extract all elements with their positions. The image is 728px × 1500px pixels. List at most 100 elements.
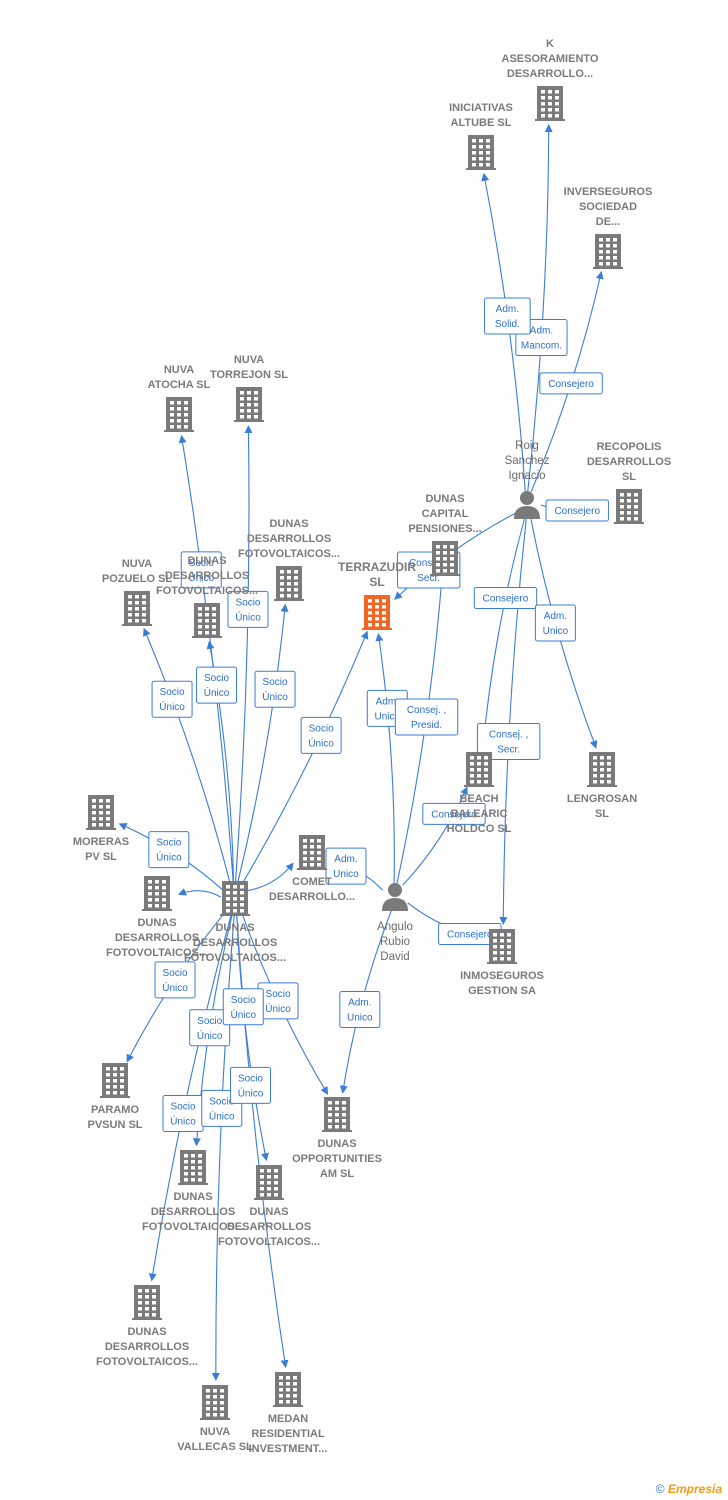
node-inverseguros[interactable]: INVERSEGUROSSOCIEDADDE...	[564, 186, 653, 269]
node-label: FOTOVOLTAICOS...	[96, 1356, 198, 1368]
node-label: MEDAN	[268, 1413, 308, 1425]
node-label: ATOCHA SL	[148, 379, 211, 391]
node-label: FOTOVOLTAICOS...	[106, 947, 208, 959]
edge-dunas_hub-to-nuva_vallecas	[211, 911, 235, 1382]
building-icon	[200, 1385, 230, 1420]
building-icon	[192, 603, 222, 638]
node-dunas_hub[interactable]: DUNASDESARROLLOSFOTOVOLTAICOS...	[184, 881, 286, 964]
node-label: ASESORAMIENTO	[502, 53, 599, 65]
edge-dunas_hub-to-comet	[246, 862, 294, 892]
edge-label-text: Socio	[170, 1101, 195, 1112]
node-label: GESTION SA	[468, 985, 536, 997]
node-label: Angulo	[377, 921, 413, 933]
edge-dunas_hub-to-nuva_torrejon	[234, 424, 253, 885]
node-label: LENGROSAN	[567, 793, 637, 805]
building-icon	[535, 86, 565, 121]
node-medan[interactable]: MEDANRESIDENTIALINVESTMENT...	[249, 1372, 328, 1455]
edge-label-text: Único	[170, 1114, 196, 1127]
node-label: SL	[622, 471, 636, 483]
edge-label-text: Unico	[333, 869, 359, 880]
edge-label-text: Unico	[375, 711, 401, 722]
building-icon	[234, 387, 264, 422]
node-nuva_atocha[interactable]: NUVA ATOCHA SL	[148, 364, 211, 432]
node-dunas_fv1[interactable]: DUNAS DESARROLLOS FOTOVOLTAICOS...	[238, 518, 340, 601]
building-icon	[274, 566, 304, 601]
edge-label-text: Único	[230, 1008, 256, 1021]
building-icon	[430, 541, 460, 576]
building-icon	[466, 135, 496, 170]
node-label: FOTOVOLTAICOS...	[218, 1236, 320, 1248]
edge-label-text: Solid.	[495, 319, 520, 330]
edge-label-text: Único	[197, 1029, 223, 1042]
node-dunas_fv5[interactable]: DUNASDESARROLLOSFOTOVOLTAICOS...	[218, 1165, 320, 1248]
building-icon	[164, 397, 194, 432]
edge-label-angulo-to-beach: Consejero	[422, 802, 486, 825]
brand-name: Empresia	[667, 1482, 722, 1496]
person-icon	[382, 883, 408, 911]
edge-roig-to-beach	[479, 518, 526, 749]
watermark: © Empresia	[656, 1482, 722, 1496]
node-label: DESARROLLOS	[165, 570, 249, 582]
node-dunas_fv2[interactable]: DUNASDESARROLLOSFOTOVOLTAICOS...	[156, 555, 258, 638]
node-dunas_fv3[interactable]: DUNASDESARROLLOSFOTOVOLTAICOS...	[106, 876, 208, 959]
node-label: NUVA	[164, 364, 194, 376]
building-icon	[122, 591, 152, 626]
node-label: DUNAS	[127, 1326, 166, 1338]
edge-label-text: Adm.	[544, 611, 567, 622]
edge-label-text: Único	[235, 610, 261, 623]
node-label: DESARROLLOS	[151, 1206, 235, 1218]
building-icon	[254, 1165, 284, 1200]
node-label: FOTOVOLTAICOS...	[142, 1221, 244, 1233]
node-label: RECOPOLIS	[597, 441, 662, 453]
node-label: FOTOVOLTAICOS...	[184, 952, 286, 964]
node-dunas_capital[interactable]: DUNASCAPITALPENSIONES...	[408, 493, 482, 576]
node-dunas_fv4[interactable]: DUNASDESARROLLOSFOTOVOLTAICOS...	[142, 1150, 244, 1233]
node-dunas_fv6[interactable]: DUNASDESARROLLOSFOTOVOLTAICOS...	[96, 1285, 198, 1368]
node-label: DUNAS	[187, 555, 226, 567]
node-label: BEACH	[459, 793, 498, 805]
building-icon	[297, 835, 327, 870]
edge-label-text: Único	[262, 690, 288, 703]
node-label: OPPORTUNITIES	[292, 1153, 382, 1165]
node-label: POZUELO SL	[102, 573, 173, 585]
building-icon	[464, 752, 494, 787]
edge-label-text: Adm.	[348, 997, 371, 1008]
edge-label-roig-to-beach: Consejero	[473, 586, 538, 609]
node-label: David	[380, 951, 409, 963]
edge-label-text: Unico	[347, 1012, 373, 1023]
node-label: COMET	[292, 876, 332, 888]
edge-label-text: Único	[209, 1109, 235, 1122]
node-label: DESARROLLOS	[247, 533, 331, 545]
node-label: FOTOVOLTAICOS...	[238, 548, 340, 560]
edge-label-text: Socio	[231, 995, 256, 1006]
edge-label-text: Consej. ,	[407, 705, 446, 716]
edge-label-text: Socio	[160, 687, 185, 698]
node-k[interactable]: KASESORAMIENTODESARROLLO...	[502, 38, 599, 121]
node-label: DUNAS	[269, 518, 308, 530]
edge-label-text: Socio	[266, 989, 291, 1000]
node-comet[interactable]: COMETDESARROLLO...	[269, 835, 355, 903]
